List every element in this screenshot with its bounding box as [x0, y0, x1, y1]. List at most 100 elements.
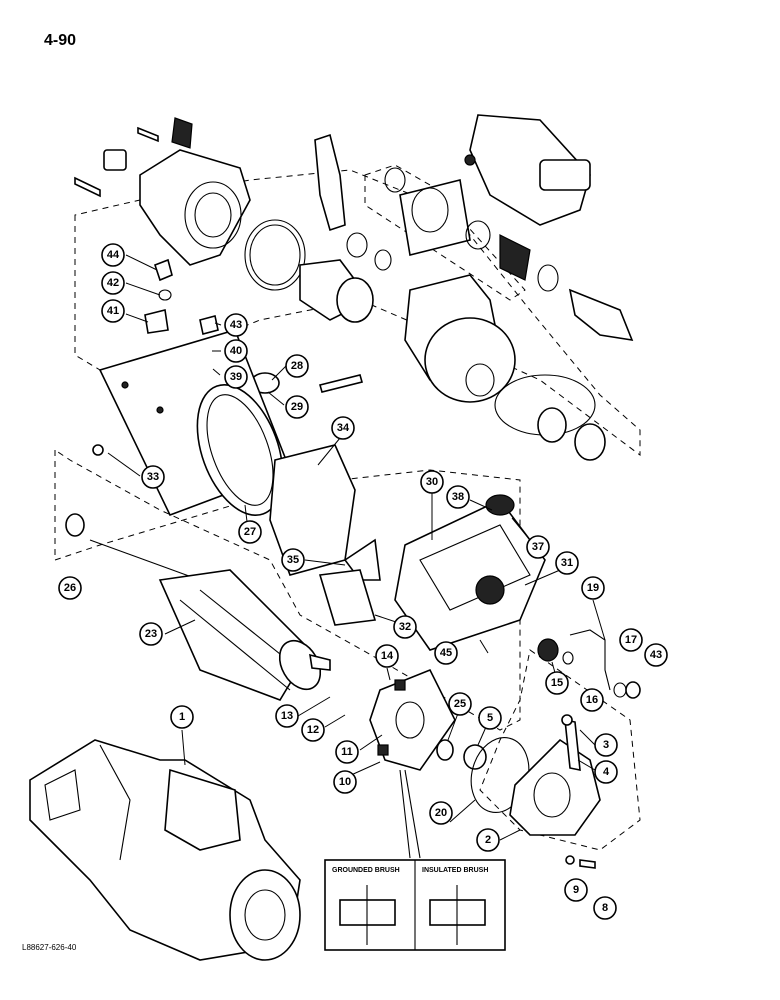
- shift-lever: [314, 133, 346, 232]
- callout-45: 45: [434, 641, 458, 665]
- callout-1: 1: [170, 705, 194, 729]
- callout-15: 15: [545, 671, 569, 695]
- callout-40: 40: [224, 339, 248, 363]
- callout-44: 44: [101, 243, 125, 267]
- drive-housing: [74, 117, 251, 266]
- svg-text:4: 4: [603, 766, 610, 778]
- commutator-end-frame: [509, 714, 601, 836]
- callout-leaders: [107, 254, 606, 841]
- field-coil: [394, 498, 546, 651]
- callout-10: 10: [333, 770, 357, 794]
- callout-2: 2: [476, 828, 500, 852]
- svg-text:28: 28: [291, 360, 303, 372]
- callout-19: 19: [581, 576, 605, 600]
- svg-text:14: 14: [381, 650, 394, 662]
- assembled-starter: [29, 739, 301, 961]
- svg-text:42: 42: [107, 277, 119, 289]
- frame-screw: [92, 444, 104, 456]
- callout-43-lower: 43: [644, 643, 668, 667]
- svg-text:5: 5: [487, 712, 493, 724]
- solenoid-dashed-outline: [364, 164, 526, 301]
- svg-text:25: 25: [454, 698, 466, 710]
- terminal-boot: [537, 638, 559, 662]
- svg-text:9: 9: [573, 884, 579, 896]
- svg-text:11: 11: [341, 746, 353, 758]
- callout-34: 34: [331, 416, 355, 440]
- svg-text:31: 31: [561, 557, 573, 569]
- figure-code: L88627-626-40: [22, 943, 77, 952]
- svg-text:26: 26: [64, 582, 76, 594]
- terminal-stud-cap: [485, 494, 515, 516]
- callout-30: 30: [420, 470, 444, 494]
- svg-text:43: 43: [650, 649, 662, 661]
- callout-26: 26: [58, 576, 82, 600]
- inset-left-title: GROUNDED BRUSH: [332, 867, 400, 874]
- svg-text:1: 1: [179, 711, 185, 723]
- callout-33: 33: [141, 465, 165, 489]
- callout-37: 37: [526, 535, 550, 559]
- svg-text:10: 10: [339, 776, 351, 788]
- callout-25: 25: [448, 692, 472, 716]
- pinion-drive: [299, 232, 392, 323]
- svg-text:20: 20: [435, 807, 447, 819]
- svg-text:38: 38: [452, 491, 464, 503]
- svg-text:30: 30: [426, 476, 438, 488]
- callout-42: 42: [101, 271, 125, 295]
- svg-text:23: 23: [145, 628, 157, 640]
- callout-13: 13: [275, 704, 299, 728]
- page-number: 4-90: [44, 32, 77, 49]
- callout-16: 16: [580, 688, 604, 712]
- callout-32: 32: [393, 615, 417, 639]
- svg-text:41: 41: [107, 305, 119, 317]
- solenoid-assembly: [384, 114, 634, 342]
- callout-12: 12: [301, 718, 325, 742]
- svg-text:37: 37: [532, 541, 544, 553]
- svg-text:45: 45: [440, 647, 452, 659]
- callout-20: 20: [429, 801, 453, 825]
- callout-41: 41: [101, 299, 125, 323]
- svg-text:40: 40: [230, 345, 242, 357]
- terminal-hardware: [144, 258, 363, 394]
- svg-text:12: 12: [307, 724, 319, 736]
- pole-piece: [318, 569, 377, 626]
- svg-text:29: 29: [291, 401, 303, 413]
- callout-35: 35: [281, 548, 305, 572]
- svg-text:19: 19: [587, 582, 599, 594]
- brush-plate: [369, 668, 456, 771]
- svg-text:39: 39: [230, 371, 242, 383]
- svg-text:44: 44: [107, 249, 120, 261]
- svg-text:13: 13: [281, 710, 293, 722]
- thrust-washer: [65, 513, 85, 537]
- callout-39: 39: [224, 365, 248, 389]
- svg-text:3: 3: [603, 739, 609, 751]
- callout-14: 14: [375, 644, 399, 668]
- svg-text:35: 35: [287, 554, 299, 566]
- svg-text:43: 43: [230, 319, 242, 331]
- svg-text:33: 33: [147, 471, 159, 483]
- callout-31: 31: [555, 551, 579, 575]
- callout-29: 29: [285, 395, 309, 419]
- upper-dashed-outline: [74, 169, 641, 456]
- middle-dashed-outline: [54, 449, 521, 731]
- callout-27: 27: [238, 520, 262, 544]
- svg-text:2: 2: [485, 834, 491, 846]
- callout-28: 28: [285, 354, 309, 378]
- svg-text:32: 32: [399, 621, 411, 633]
- svg-text:34: 34: [337, 422, 350, 434]
- terminal-lead: [569, 629, 611, 691]
- callout-11: 11: [335, 740, 359, 764]
- callout-38: 38: [446, 485, 470, 509]
- armature: [89, 539, 331, 701]
- field-frame: [98, 329, 292, 517]
- callout-9: 9: [564, 878, 588, 902]
- callout-17: 17: [619, 628, 643, 652]
- callout-23: 23: [139, 622, 163, 646]
- bushing: [436, 739, 454, 761]
- housing-gasket: [244, 219, 306, 291]
- callout-4: 4: [594, 760, 618, 784]
- callout-3: 3: [594, 733, 618, 757]
- callout-43-upper: 43: [224, 313, 248, 337]
- svg-text:15: 15: [551, 677, 563, 689]
- inset-right-title: INSULATED BRUSH: [422, 867, 488, 874]
